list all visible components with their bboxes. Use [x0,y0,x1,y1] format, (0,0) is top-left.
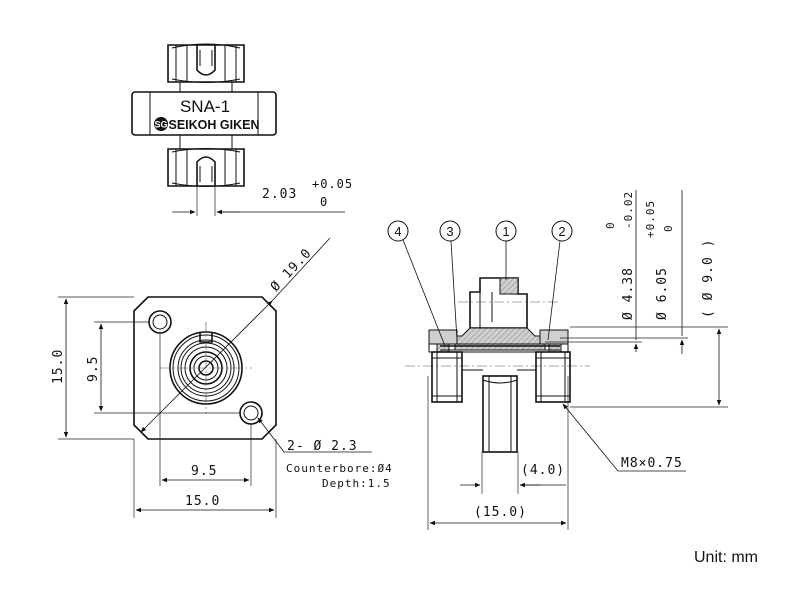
logo-letters: SG [154,120,167,130]
mid-dia-tol-lower: 0 [662,224,675,232]
height-outer-value: 15.0 [51,349,66,384]
height-outer-dimension [58,296,134,440]
slot-width-tol-upper: +0.05 [312,177,353,191]
section-view [405,277,590,530]
hole-callout-leader [257,417,372,453]
balloon-3-label: 3 [446,224,453,239]
brand-label: SEIKOH GIKEN [169,118,260,132]
height-holes-dimension [94,321,240,414]
inner-dia-tol-lower: -0.02 [622,191,635,229]
balloon-2-label: 2 [558,224,565,239]
balloon-1 [495,220,517,280]
balloon-2 [547,220,573,341]
thread-leader [562,403,686,472]
height-holes-value: 9.5 [86,356,101,382]
mid-dia-value: Ø 6.05 [655,267,670,320]
top-view [131,43,277,187]
width-holes-dimension [159,333,252,486]
model-label: SNA-1 [180,97,230,116]
width-holes-value: 9.5 [191,464,217,479]
slot-width-value: 2.03 [262,187,297,202]
inner-dia-tol-upper: 0 [604,221,617,229]
balloon-4 [387,220,446,347]
outer-dia-dimension [570,326,728,408]
hole-callout: 2- Ø 2.3 [287,439,358,454]
balloon-4-label: 4 [394,224,401,239]
slot-width-dimension [172,186,345,216]
outer-dia-value: ( Ø 9.0 ) [701,239,716,318]
slot-width-tol-lower: 0 [320,195,328,209]
mid-dia-tol-upper: +0.05 [644,200,657,238]
seikoh-logo-icon: SG [154,117,168,131]
unit-label: Unit: mm [694,549,758,566]
thread-value: M8×0.75 [621,456,683,471]
inner-dia-dimension [545,190,642,352]
counterbore-label: Counterbore:Ø4 [286,462,393,475]
diagonal-value: Ø 19.0 [268,246,315,295]
mid-dia-dimension [560,190,688,354]
balloon-1-label: 1 [502,224,509,239]
inner-dia-value: Ø 4.38 [621,267,636,320]
diagonal-dimension [140,237,331,433]
width-outer-dimension [133,439,277,518]
counterbore-depth-label: Depth:1.5 [322,477,391,490]
width-outer-value: 15.0 [185,494,220,509]
flange-ref-value: (4.0) [521,463,565,478]
balloon-3 [439,220,461,341]
length-ref-value: (15.0) [474,505,527,520]
